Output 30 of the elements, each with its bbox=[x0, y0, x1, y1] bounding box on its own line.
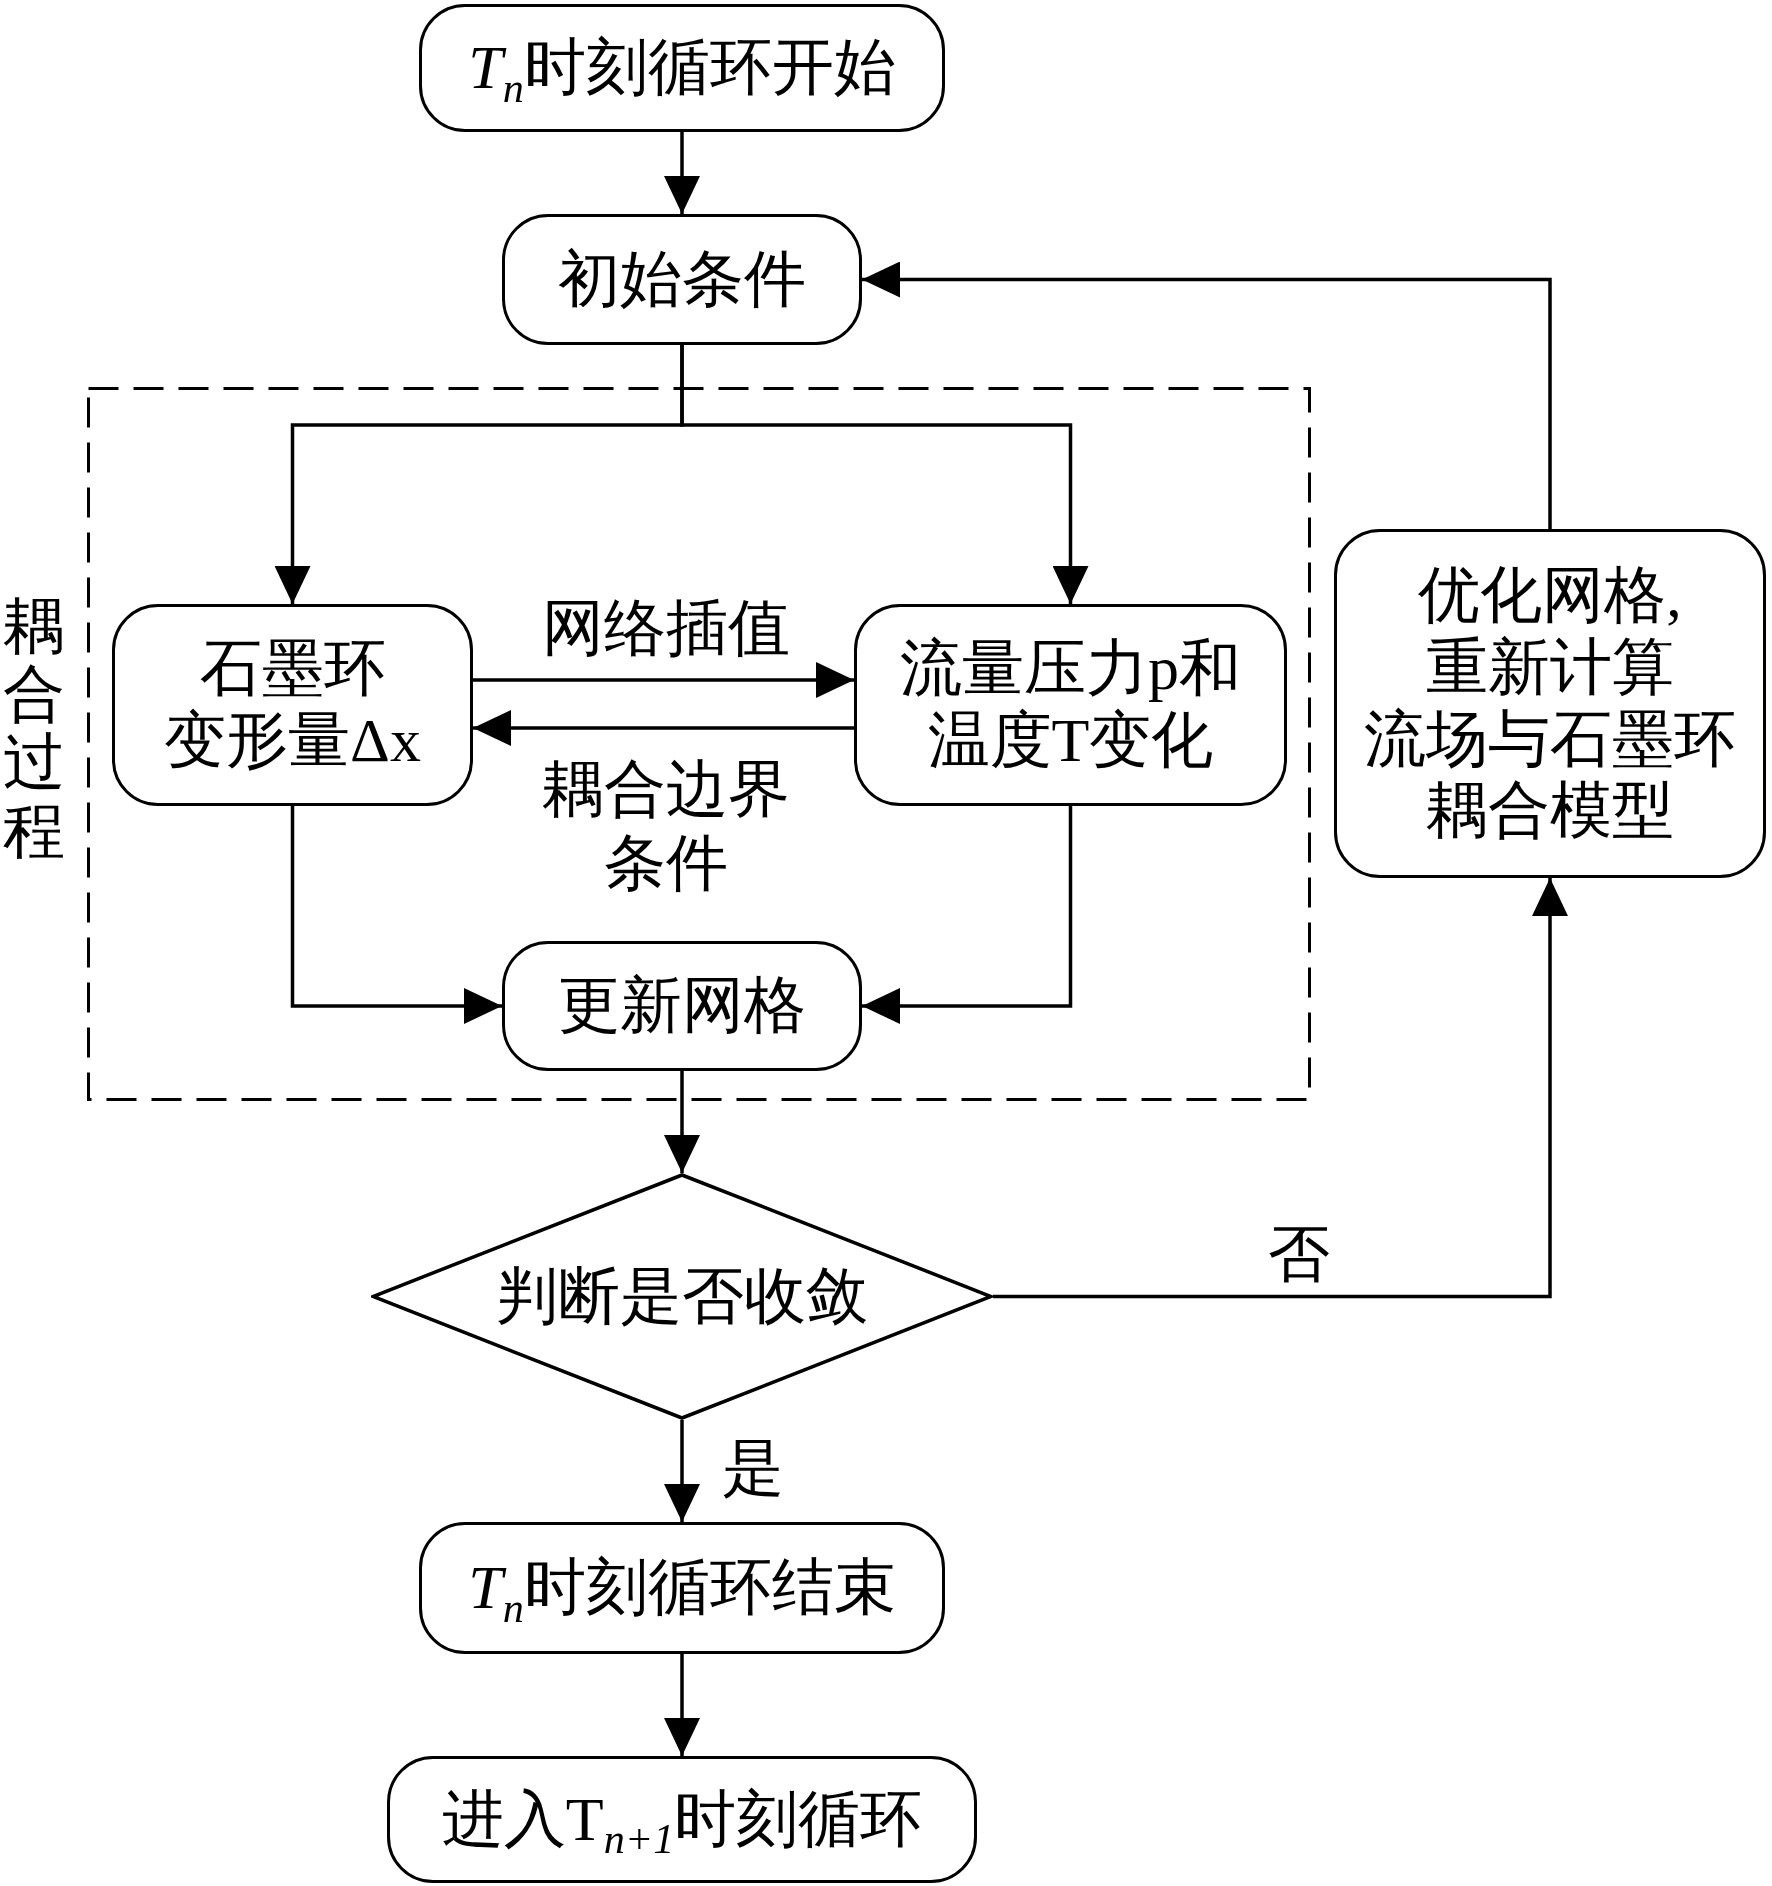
process-label: 更新网格 bbox=[558, 970, 806, 1042]
arrow bbox=[473, 710, 854, 746]
terminal-box bbox=[419, 4, 945, 132]
process-label: 流量压力p和温度T变化 bbox=[899, 633, 1242, 776]
process-box bbox=[502, 214, 862, 345]
arrow bbox=[290, 806, 502, 1024]
group-label: 耦合过程 bbox=[3, 592, 65, 865]
terminal-label: T$_{n}$时刻循环结束 bbox=[468, 1552, 896, 1624]
process-box bbox=[854, 604, 1287, 806]
arrow bbox=[993, 878, 1568, 1299]
process-box bbox=[502, 941, 862, 1071]
terminal-box bbox=[419, 1522, 945, 1654]
arrow bbox=[664, 1071, 700, 1173]
process-box bbox=[1334, 529, 1766, 878]
arrow bbox=[664, 132, 700, 214]
arrow bbox=[664, 1420, 700, 1522]
arrow bbox=[680, 345, 1089, 604]
process-label: 优化网格,重新计算流场与石墨环耦合模型 bbox=[1364, 560, 1736, 845]
terminal-label: 进入T$_{n+1}$时刻循环 bbox=[441, 1783, 923, 1856]
process-label: 初始条件 bbox=[558, 243, 806, 315]
terminal-label: T$_{n}$时刻循环开始 bbox=[468, 32, 896, 104]
terminal-box bbox=[387, 1756, 977, 1883]
arrow bbox=[664, 1654, 700, 1756]
arrow bbox=[862, 806, 1073, 1024]
decision-label: 判断是否收敛 bbox=[496, 1260, 868, 1332]
process-label: 石墨环变形量Δx bbox=[164, 634, 421, 774]
arrow bbox=[862, 261, 1552, 529]
process-box bbox=[112, 604, 473, 806]
decision-diamond bbox=[371, 1173, 993, 1420]
arrow bbox=[473, 662, 854, 698]
